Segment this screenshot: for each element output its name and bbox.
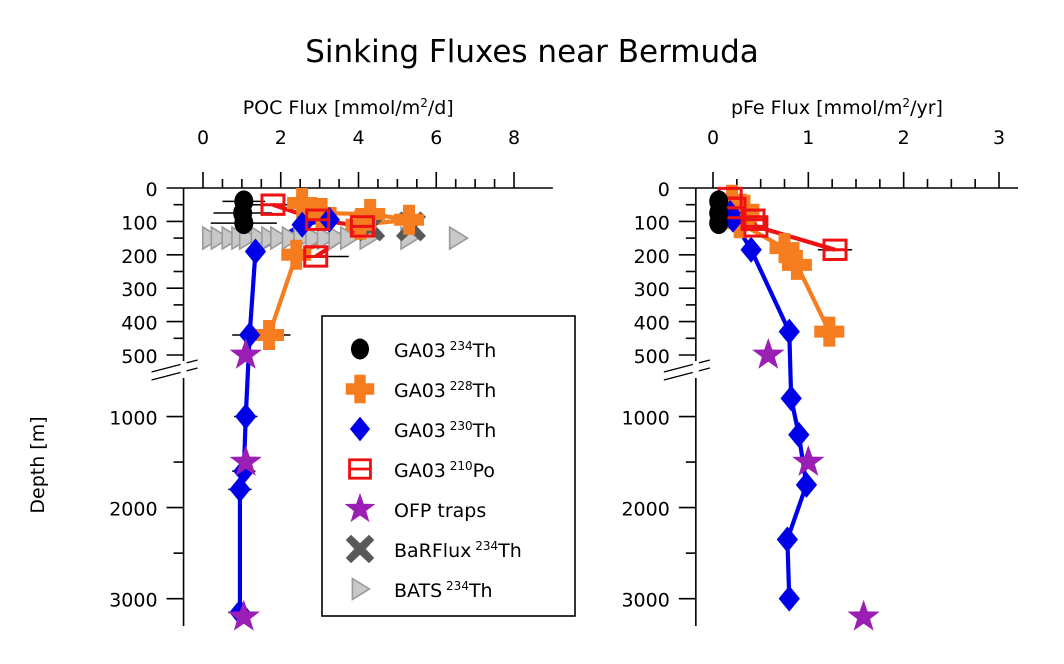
diamond-marker <box>778 585 800 612</box>
legend-item-2[interactable] <box>326 371 571 407</box>
diamond-marker <box>780 385 802 412</box>
axis-break-mark <box>663 359 711 373</box>
diamond-marker <box>788 421 810 448</box>
plus-marker <box>345 374 375 404</box>
y-axis-label: Depth [m] <box>27 416 49 513</box>
x-tick-label: 4 <box>352 127 364 149</box>
x-tick-label: 3 <box>993 127 1005 149</box>
legend-item-4[interactable] <box>326 451 571 487</box>
x-tick-label: 0 <box>197 127 209 149</box>
legend-item-5[interactable] <box>326 491 571 527</box>
y-tick-label: 0 <box>658 179 670 201</box>
y-tick-label: 0 <box>145 179 157 201</box>
legend-item-label: GA03 230Th <box>394 419 496 442</box>
plus-marker <box>281 239 312 270</box>
legend-item-label: OFP traps <box>394 500 486 522</box>
axis-break-gap <box>180 361 187 378</box>
triangle-marker <box>316 225 337 251</box>
plus-marker <box>781 249 812 280</box>
x-tick-label: 1 <box>802 127 814 149</box>
x-tick-label: 6 <box>430 127 442 149</box>
legend-item-label: BATS 234Th <box>394 579 493 602</box>
y-tick-label: 100 <box>634 212 670 234</box>
chart-title: Sinking Fluxes near Bermuda <box>305 34 759 70</box>
y-tick-label: 200 <box>121 246 157 268</box>
plus-marker <box>769 233 800 264</box>
legend-item-6[interactable] <box>326 531 571 567</box>
plus-marker <box>345 209 376 240</box>
diamond-marker <box>778 318 800 345</box>
y-tick-label: 300 <box>634 279 670 301</box>
star-marker <box>229 338 262 369</box>
circle-marker <box>709 212 729 235</box>
star-marker <box>752 338 785 369</box>
diamond-marker <box>349 416 371 442</box>
triangle-marker <box>270 225 291 251</box>
y-tick-label: 2000 <box>621 499 669 521</box>
y-tick-label: 300 <box>121 279 157 301</box>
y-tick-label: 200 <box>634 246 670 268</box>
legend-item-label: GA03 210Po <box>394 459 495 482</box>
star-marker <box>792 445 825 476</box>
circle-marker <box>350 338 370 360</box>
legend-item-3[interactable] <box>326 411 571 447</box>
diamond-marker <box>244 238 267 265</box>
x-tick-label: 2 <box>898 127 910 149</box>
diamond-marker <box>235 403 257 430</box>
x-axis-title: pFe Flux [mmol/m2/yr] <box>731 96 943 119</box>
legend-item-label: GA03 234Th <box>394 339 496 362</box>
y-tick-label: 100 <box>121 212 157 234</box>
legend-item-label: BaRFlux 234Th <box>394 539 522 562</box>
star-marker <box>847 599 880 631</box>
y-tick-label: 400 <box>121 313 157 335</box>
plus-marker <box>814 316 845 347</box>
cross-marker <box>345 534 375 564</box>
axis-break-mark <box>151 359 198 373</box>
star-marker <box>229 445 262 476</box>
triangle-marker <box>351 577 371 601</box>
y-tick-label: 3000 <box>621 590 669 612</box>
axis-break-gap <box>692 361 699 378</box>
plus-marker <box>394 204 425 235</box>
plus-marker <box>306 198 337 229</box>
diamond-marker <box>229 476 251 503</box>
plus-marker <box>287 188 318 219</box>
legend-item-7[interactable] <box>326 571 571 607</box>
plus-marker <box>254 319 285 350</box>
circle-marker <box>234 212 254 235</box>
legend-item-1[interactable] <box>326 331 571 367</box>
triangle-marker <box>448 225 470 251</box>
diamond-marker <box>740 236 762 263</box>
legend-item-label: GA03 228Th <box>394 379 496 402</box>
y-tick-label: 400 <box>634 313 670 335</box>
x-tick-label: 0 <box>707 127 719 149</box>
axis-break-mark <box>151 367 198 381</box>
y-tick-label: 3000 <box>109 590 157 612</box>
diamond-marker <box>776 526 799 553</box>
y-tick-label: 500 <box>121 346 157 368</box>
x-axis-title: POC Flux [mmol/m2/d] <box>243 96 454 119</box>
triangle-marker <box>304 225 326 251</box>
x-tick-label: 2 <box>275 127 287 149</box>
y-tick-label: 1000 <box>621 408 669 430</box>
y-tick-label: 500 <box>634 346 670 368</box>
diamond-marker <box>238 321 261 348</box>
triangle-marker <box>339 225 361 251</box>
axis-break-mark <box>663 367 711 381</box>
triangle-marker <box>328 225 349 251</box>
x-tick-label: 8 <box>508 127 520 149</box>
star-marker <box>227 599 260 631</box>
diamond-marker <box>795 471 818 498</box>
y-tick-label: 1000 <box>109 408 157 430</box>
legend-box <box>321 315 576 617</box>
star-marker <box>344 492 376 523</box>
y-tick-label: 2000 <box>109 499 157 521</box>
plus-marker <box>355 199 386 230</box>
triangle-marker <box>210 225 231 251</box>
